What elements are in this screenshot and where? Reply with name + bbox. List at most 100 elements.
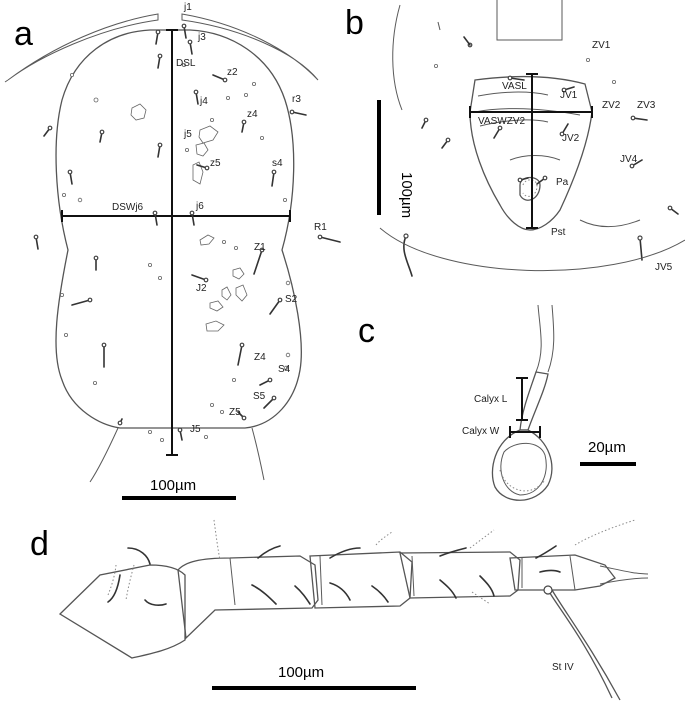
- scale-label-c: 20µm: [588, 439, 626, 456]
- leg-joint: [569, 555, 576, 591]
- label-vaswzv2: VASWZV2: [478, 116, 525, 127]
- label-z5: z5: [210, 158, 221, 169]
- panel-a: a: [4, 2, 341, 500]
- dorsal-pores: [60, 63, 291, 442]
- label-j1: j1: [183, 2, 192, 13]
- macroseta-base: [543, 585, 553, 595]
- ventral-inner-outline: [579, 219, 641, 228]
- plate: [198, 125, 219, 144]
- label-z1: Z1: [254, 242, 266, 253]
- leg-tarsus: [509, 554, 616, 591]
- panel-c: c Calyx L Calyx W 20µm: [358, 304, 636, 501]
- plate: [235, 284, 248, 302]
- label-r1: R1: [314, 222, 327, 233]
- duct-left: [535, 304, 542, 373]
- ventral-seta: [437, 21, 441, 31]
- label-j3: j3: [197, 32, 206, 43]
- sensory-setae: [107, 519, 636, 605]
- panel-b: b: [345, 0, 685, 277]
- leg-joint: [411, 555, 415, 597]
- label-calyx-w: Calyx W: [462, 426, 500, 437]
- label-st-iv: St IV: [552, 662, 574, 673]
- panel-c-letter: c: [358, 312, 375, 350]
- plate: [209, 300, 224, 312]
- label-j2: J2: [196, 283, 207, 294]
- ventrianal-shield: [469, 75, 593, 231]
- spermatheca-sac: [491, 429, 553, 501]
- shield-striation: [479, 119, 549, 127]
- label-pst: Pst: [551, 227, 566, 238]
- label-z4: z4: [247, 109, 258, 120]
- label-zv3: ZV3: [637, 100, 656, 111]
- sternal-shield-edge: [496, 0, 563, 41]
- leg-femur: [177, 555, 319, 640]
- dorsal-shield-outline: [55, 29, 302, 429]
- macroseta-st-iv: [547, 589, 613, 699]
- left-posterior-seta: [89, 427, 119, 483]
- left-peritreme-tip: [4, 79, 9, 83]
- plate: [205, 320, 225, 332]
- label-s4: s4: [272, 158, 283, 169]
- plate: [195, 142, 209, 157]
- label-pa: Pa: [556, 177, 569, 188]
- macroseta-st-iv: [551, 589, 621, 701]
- scale-label-a: 100µm: [150, 477, 196, 494]
- right-peritreme: [181, 13, 319, 81]
- ventral-pore: [586, 58, 591, 63]
- label-s5: S5: [253, 391, 266, 402]
- left-body-edge: [392, 4, 403, 111]
- label-jv4: JV4: [620, 154, 638, 165]
- dorsal-setae: [33, 23, 341, 441]
- ventral-pore: [612, 80, 617, 85]
- shield-striation: [509, 155, 561, 161]
- plate: [199, 234, 215, 246]
- label-jv1: JV1: [560, 90, 578, 101]
- panel-d-letter: d: [30, 525, 49, 563]
- panel-d: d: [30, 519, 649, 701]
- plate: [221, 286, 232, 301]
- leg-coxa: [58, 564, 186, 659]
- panel-b-letter: b: [345, 4, 364, 42]
- leg-joint: [319, 555, 323, 606]
- spermatheca-inner: [500, 442, 547, 496]
- ventral-posterior-outline: [379, 227, 685, 272]
- label-calyx-l: Calyx L: [474, 394, 508, 405]
- leg-tip: [599, 577, 649, 585]
- plate: [192, 161, 204, 185]
- label-dsl: DSL: [176, 58, 196, 69]
- calyx-stalk: [519, 371, 549, 431]
- anal-opening-texture: [522, 179, 538, 197]
- label-j4: j4: [199, 96, 208, 107]
- label-r3: r3: [292, 94, 301, 105]
- label-jv5: JV5: [655, 262, 673, 273]
- left-peritreme: [7, 13, 159, 81]
- panel-a-letter: a: [14, 15, 33, 53]
- label-vasl: VASL: [502, 81, 527, 92]
- plate: [130, 103, 147, 121]
- label-z2: z2: [227, 67, 238, 78]
- label-z5-upper: Z5: [229, 407, 241, 418]
- ventral-setae: [403, 75, 679, 277]
- leg-tibia: [399, 551, 521, 599]
- sac-texture: [499, 469, 546, 492]
- scale-label-b: 100µm: [398, 172, 415, 218]
- leg-genu: [309, 551, 413, 609]
- label-z4-upper: Z4: [254, 352, 266, 363]
- right-posterior-seta: [251, 427, 265, 481]
- label-s4-upper: S4: [278, 364, 291, 375]
- duct-right: [547, 304, 555, 373]
- shield-striation: [477, 91, 549, 97]
- label-zv1: ZV1: [592, 40, 611, 51]
- scale-label-d: 100µm: [278, 664, 324, 681]
- label-j5-upper: J5: [190, 424, 201, 435]
- plate: [232, 267, 245, 280]
- leg-setae: [107, 545, 561, 606]
- label-dswj6: DSWj6: [112, 202, 144, 213]
- label-jv2: JV2: [562, 133, 580, 144]
- label-zv2: ZV2: [602, 100, 621, 111]
- ventral-pore: [433, 64, 438, 69]
- leg-tip: [599, 565, 649, 575]
- leg-joint: [229, 557, 236, 606]
- ventral-seta: [463, 36, 471, 46]
